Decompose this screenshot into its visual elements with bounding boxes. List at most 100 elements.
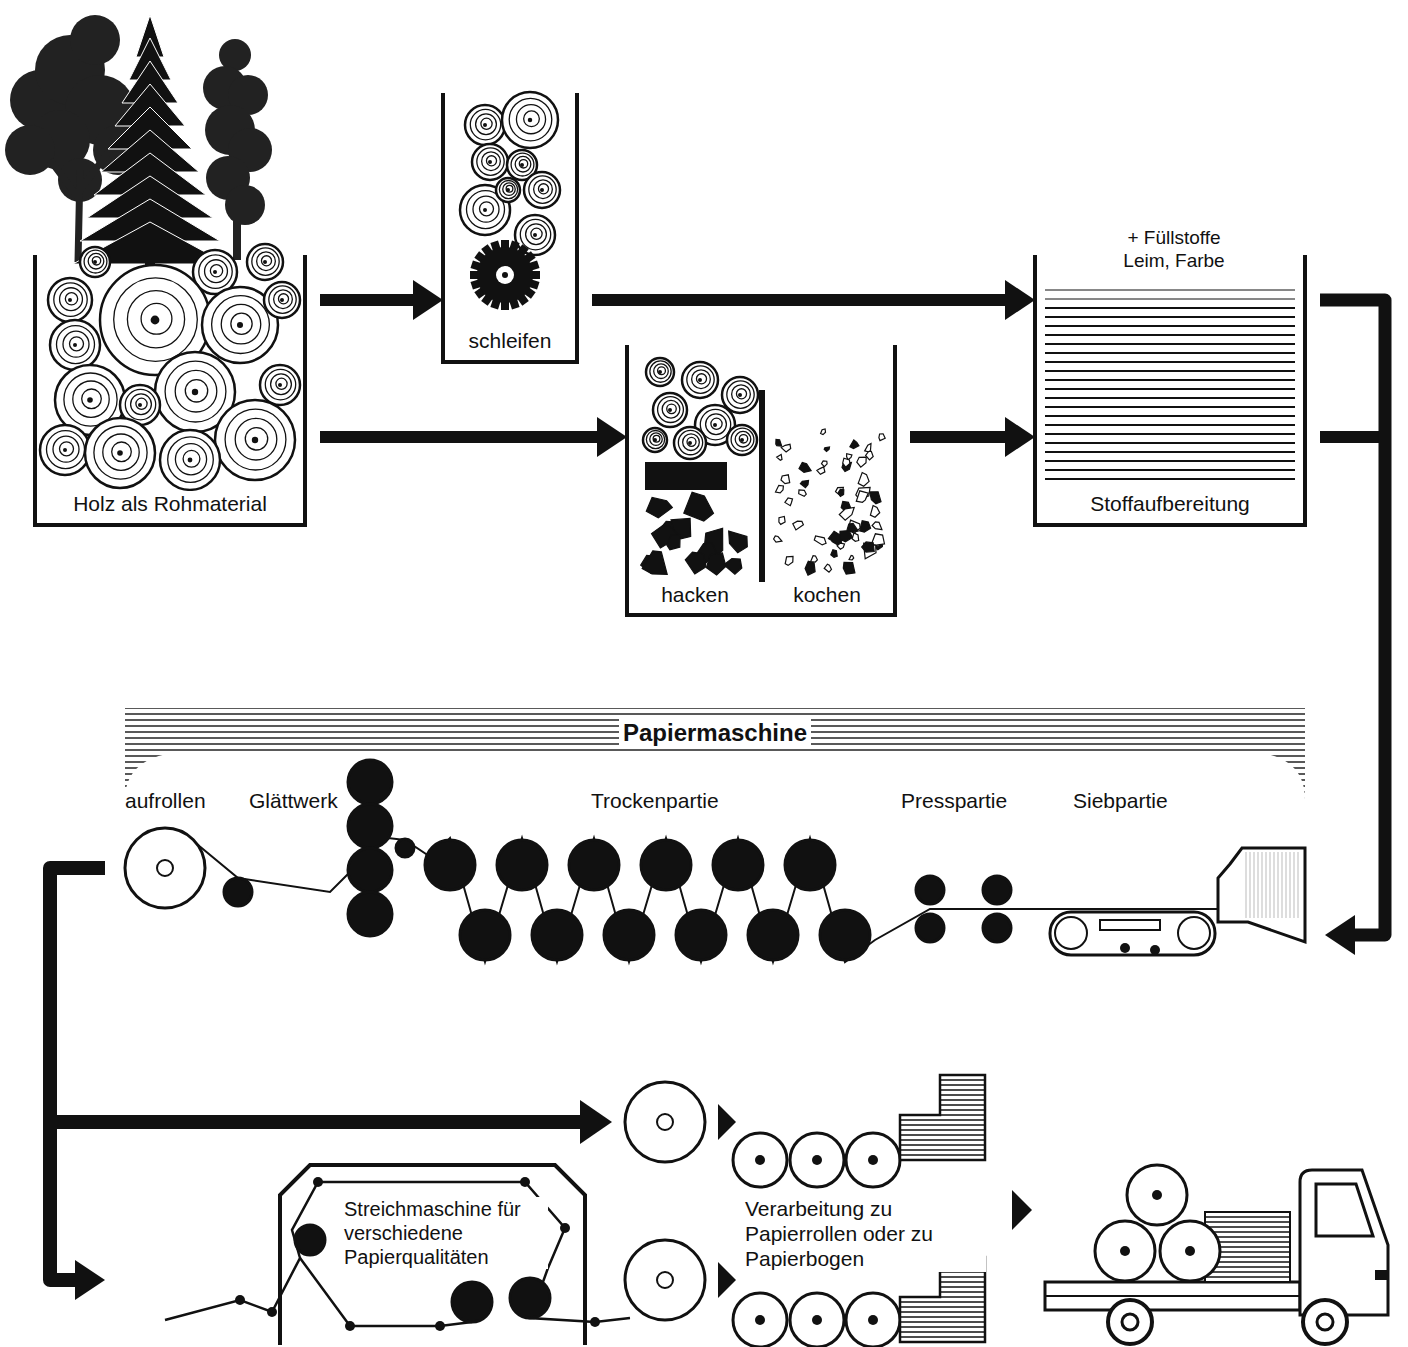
- log: [646, 358, 674, 386]
- log: [472, 144, 508, 180]
- wood-chip: [776, 485, 784, 493]
- growth-ring: [658, 397, 684, 423]
- growth-ring: [65, 293, 77, 305]
- flow-triangle: [718, 1262, 736, 1298]
- flow-arrow: [910, 431, 1005, 443]
- grinder-wheel: [470, 240, 540, 310]
- growth-ring: [92, 257, 100, 265]
- truck-window: [1316, 1184, 1373, 1236]
- headbox-shade: [1274, 852, 1275, 918]
- log-core: [698, 378, 702, 382]
- wood-chip: [870, 506, 879, 518]
- note-label: Verarbeitung zu Papierrollen oder zu Pap…: [742, 1196, 986, 1272]
- pulp-level: [1045, 325, 1295, 327]
- node-outline-path: [443, 93, 577, 362]
- wood-chip: [785, 557, 793, 566]
- growth-ring: [506, 185, 513, 192]
- log: [674, 427, 706, 459]
- growth-ring: [225, 409, 286, 470]
- paper-machine-band: Papiermaschine: [105, 705, 1325, 965]
- sheet-line: [1205, 1221, 1290, 1223]
- paper-roll: [846, 1293, 900, 1347]
- log: [465, 105, 505, 145]
- log-bark: [682, 362, 718, 398]
- log-core: [280, 298, 284, 302]
- node-label: Holz als Rohmaterial: [69, 491, 271, 516]
- log-core: [483, 208, 487, 212]
- growth-ring: [476, 114, 497, 135]
- wood-chip: [800, 481, 808, 488]
- log: [727, 425, 757, 455]
- growth-ring: [646, 430, 664, 448]
- node-label: hacken: [661, 582, 729, 607]
- sheet-line: [940, 1281, 985, 1283]
- growth-ring: [271, 374, 292, 395]
- growth-ring: [519, 160, 527, 168]
- coating-machine: Streichmaschine für verschiedene Papierq…: [105, 1165, 590, 1345]
- pulp-level: [1045, 316, 1295, 318]
- wood-chip: [865, 444, 871, 453]
- headbox-shade: [1270, 852, 1271, 918]
- sheet-line: [900, 1139, 985, 1141]
- log: [40, 425, 90, 475]
- sheet-line: [900, 1321, 985, 1323]
- sheet-stack-outline: [900, 1075, 985, 1160]
- truck-light: [1375, 1270, 1388, 1280]
- log-bark: [264, 282, 300, 318]
- paper-roll: [1127, 1165, 1187, 1225]
- log: [496, 178, 520, 202]
- guide-roll: [313, 1177, 323, 1187]
- pulp-level: [1045, 415, 1295, 417]
- sheet-line: [940, 1094, 985, 1096]
- belt-roller: [1120, 943, 1130, 953]
- paper-roll: [425, 840, 475, 890]
- paper-roll: [820, 910, 870, 960]
- divider-wall: [759, 390, 765, 582]
- log-bark: [472, 144, 508, 180]
- paper-roll: [625, 1240, 705, 1320]
- paper-roll: [733, 1133, 787, 1187]
- sheet-line: [900, 1296, 985, 1298]
- guide-roll: [560, 1223, 570, 1233]
- sheet-line: [900, 1154, 985, 1156]
- sheet-line: [900, 1114, 985, 1116]
- sheet-line: [900, 1316, 985, 1318]
- log-core: [483, 123, 487, 127]
- pulp-level: [1045, 406, 1295, 408]
- paper-roll: [676, 910, 726, 960]
- chopper-blade: [645, 462, 727, 490]
- pulp-level: [1045, 433, 1295, 435]
- roll-core: [812, 1155, 822, 1165]
- headbox: [1218, 848, 1305, 942]
- growth-ring: [477, 148, 504, 175]
- growth-ring: [265, 369, 295, 399]
- sheet-line: [900, 1129, 985, 1131]
- growth-ring: [231, 313, 252, 334]
- growth-ring: [63, 331, 89, 357]
- roll-core: [657, 1114, 673, 1130]
- wood-chip: [860, 521, 871, 532]
- paper-roll: [983, 876, 1011, 904]
- growth-ring: [54, 283, 87, 316]
- wood-chip: [843, 458, 850, 467]
- paper-roll: [1095, 1221, 1155, 1281]
- log-core: [520, 163, 524, 167]
- wood-chip: [707, 553, 726, 575]
- log-bark: [80, 247, 110, 277]
- roll-core: [1185, 1246, 1195, 1256]
- paper-roll: [569, 840, 619, 890]
- tree-crown: [5, 125, 55, 175]
- log-core: [192, 389, 198, 395]
- log: [160, 430, 220, 490]
- growth-ring: [175, 444, 206, 475]
- log-core: [63, 448, 67, 452]
- log-bark: [50, 320, 100, 370]
- growth-ring: [168, 437, 214, 483]
- tree-crown: [225, 185, 265, 225]
- growth-ring: [473, 196, 499, 222]
- growth-ring: [482, 152, 501, 171]
- section-label: aufrollen: [122, 788, 209, 813]
- log-bark: [247, 244, 283, 280]
- sheet-line: [900, 1124, 985, 1126]
